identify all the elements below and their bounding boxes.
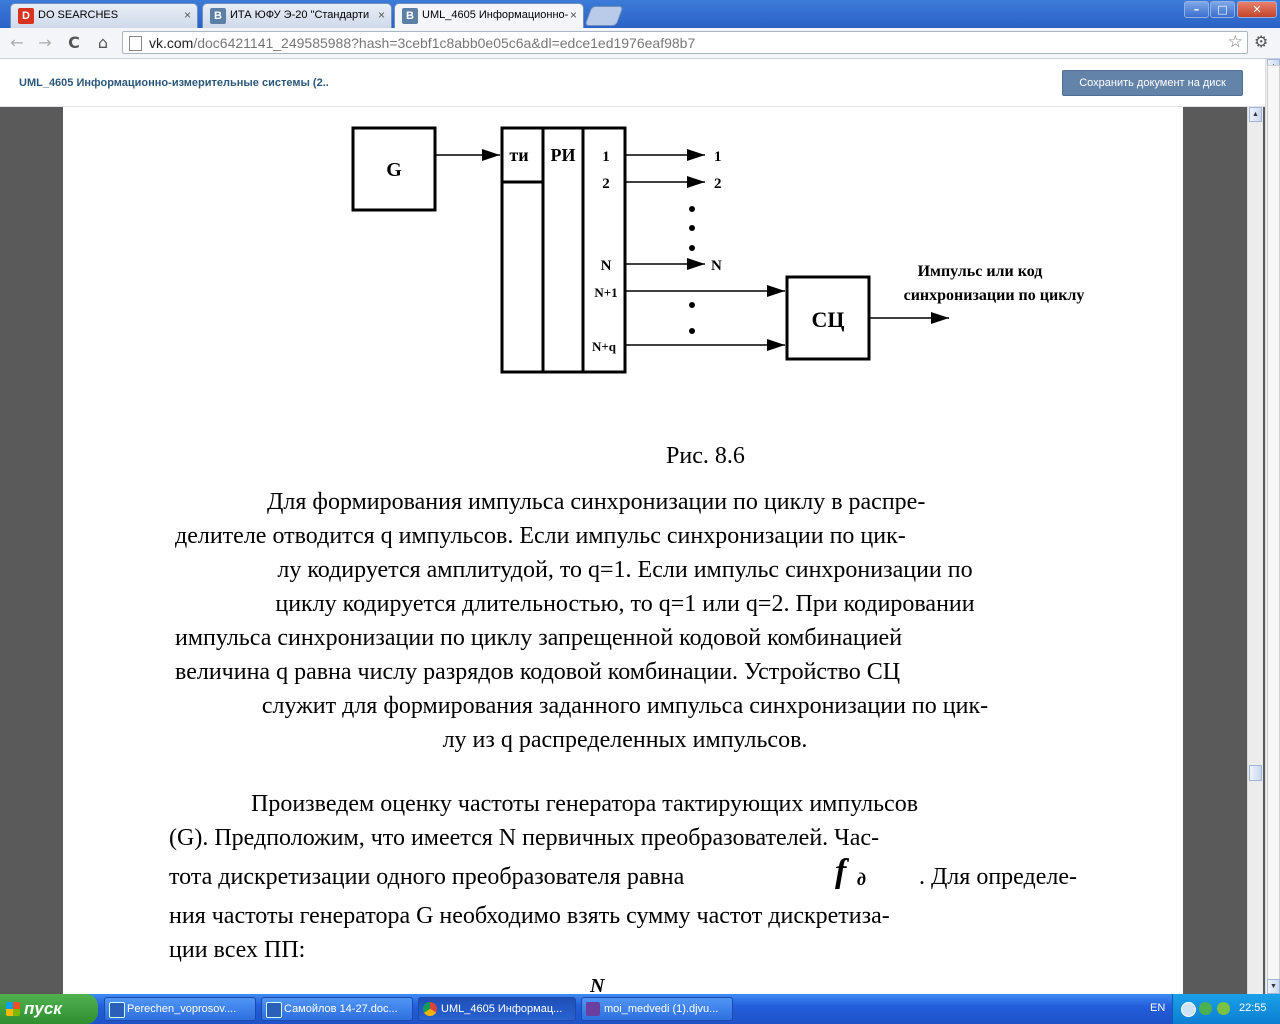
result-label-n: N (711, 258, 722, 274)
new-tab-button[interactable] (584, 6, 624, 26)
taskbar-item-active[interactable]: UML_4605 Информац... (418, 997, 576, 1021)
tab-ita-yufu[interactable]: B ИТА ЮФУ Э-20 "Стандарти × (202, 3, 392, 28)
ri-label: РИ (551, 145, 576, 165)
back-icon[interactable]: ← (10, 33, 24, 52)
block-diagram: G ти РИ 1 2 N N+1 N+q 1 2 N СЦ Импульс и… (351, 126, 1085, 374)
scroll-thumb[interactable] (1267, 65, 1280, 985)
formula-subscript: д (857, 869, 866, 889)
save-document-button[interactable]: Сохранить документ на диск (1062, 70, 1243, 96)
word-doc-icon (266, 1002, 282, 1018)
generator-block (351, 126, 437, 212)
formula-f: f (835, 853, 847, 890)
paragraph-2: Произведем оценку частоты генератора так… (169, 791, 1077, 963)
close-tab-icon[interactable]: × (569, 8, 577, 22)
document-page: G ти РИ 1 2 N N+1 N+q 1 2 N СЦ Импульс и… (63, 107, 1183, 997)
vk-icon: B (210, 8, 226, 24)
forward-icon[interactable]: → (38, 33, 52, 52)
distributor-block (500, 126, 627, 374)
minimize-button[interactable]: – (1184, 1, 1209, 18)
bookmark-star-icon[interactable]: ☆ (1227, 32, 1243, 52)
url-text: vk.com/doc6421141_249585988?hash=3cebf1c… (149, 35, 696, 51)
taskbar: пуск Perechen_voprosov.... Самойлов 14-2… (0, 994, 1280, 1024)
word-doc-icon (109, 1002, 125, 1018)
close-tab-icon[interactable]: × (183, 8, 191, 22)
out-label-n: N (601, 258, 612, 274)
taskbar-item[interactable]: Perechen_voprosov.... (104, 997, 256, 1021)
tab-uml-4605[interactable]: B UML_4605 Информационно- × (394, 3, 584, 28)
g-label: G (386, 159, 402, 181)
out-label-n1: N+1 (594, 285, 617, 300)
chrome-icon (423, 1002, 437, 1016)
djvu-icon (586, 1002, 600, 1016)
language-indicator[interactable]: EN (1150, 1002, 1166, 1014)
out-label-2: 2 (602, 176, 610, 192)
home-icon[interactable]: ⌂ (97, 33, 109, 52)
doc-header: UML_4605 Информационно-измерительные сис… (0, 59, 1265, 107)
result-label-2: 2 (714, 176, 722, 192)
close-tab-icon[interactable]: × (377, 8, 385, 22)
do-searches-icon: D (18, 8, 34, 24)
output-text-1: Импульс или код (918, 263, 1043, 280)
address-bar[interactable]: vk.com/doc6421141_249585988?hash=3cebf1c… (122, 31, 1248, 54)
viewer-scroll-thumb[interactable] (1249, 765, 1262, 781)
result-label-1: 1 (714, 149, 722, 165)
viewer-scrollbar[interactable]: ▲ (1247, 107, 1263, 994)
formula-sum-top: N (590, 975, 605, 997)
out-label-1: 1 (602, 149, 610, 165)
clock: 22:55 (1239, 1002, 1267, 1014)
tab-label: UML_4605 Информационно- (422, 9, 569, 21)
tab-label: ИТА ЮФУ Э-20 "Стандарти (230, 9, 370, 21)
scroll-up-icon[interactable]: ▲ (1249, 107, 1262, 122)
doc-title: UML_4605 Информационно-измерительные сис… (19, 77, 329, 89)
maximize-button[interactable]: □ (1210, 1, 1235, 18)
browser-toolbar: ← → C ⌂ vk.com/doc6421141_249585988?hash… (0, 28, 1280, 59)
tab-strip: D DO SEARCHES × B ИТА ЮФУ Э-20 "Стандарт… (0, 0, 1280, 28)
sc-label: СЦ (812, 307, 845, 332)
scroll-down-icon[interactable]: ▼ (1267, 979, 1280, 994)
paragraph-1: Для формирования импульса синхронизации … (175, 489, 989, 753)
page-scrollbar[interactable]: ▲ ▼ (1265, 59, 1280, 994)
tray-arrow-icon[interactable] (1181, 1002, 1196, 1017)
tray-app-icon[interactable] (1217, 1002, 1230, 1015)
start-button[interactable]: пуск (0, 994, 98, 1024)
wrench-icon[interactable]: ⚙ (1254, 32, 1269, 51)
system-tray: 22:55 (1172, 994, 1280, 1024)
tab-do-searches[interactable]: D DO SEARCHES × (10, 3, 198, 28)
tray-network-icon[interactable] (1199, 1002, 1212, 1015)
taskbar-item[interactable]: moi_medvedi (1).djvu... (581, 997, 733, 1021)
page-icon (129, 36, 142, 51)
tab-label: DO SEARCHES (38, 9, 119, 21)
reload-icon[interactable]: C (68, 33, 80, 52)
ti-label: ти (509, 145, 528, 165)
windows-logo-icon (6, 1002, 20, 1016)
taskbar-item[interactable]: Самойлов 14-27.doc... (261, 997, 413, 1021)
output-text-2: синхронизации по циклу (904, 287, 1085, 304)
out-label-nq: N+q (592, 339, 617, 354)
close-window-button[interactable]: ✕ (1237, 1, 1277, 18)
vk-icon: B (402, 8, 418, 24)
figure-caption: Рис. 8.6 (666, 443, 745, 469)
